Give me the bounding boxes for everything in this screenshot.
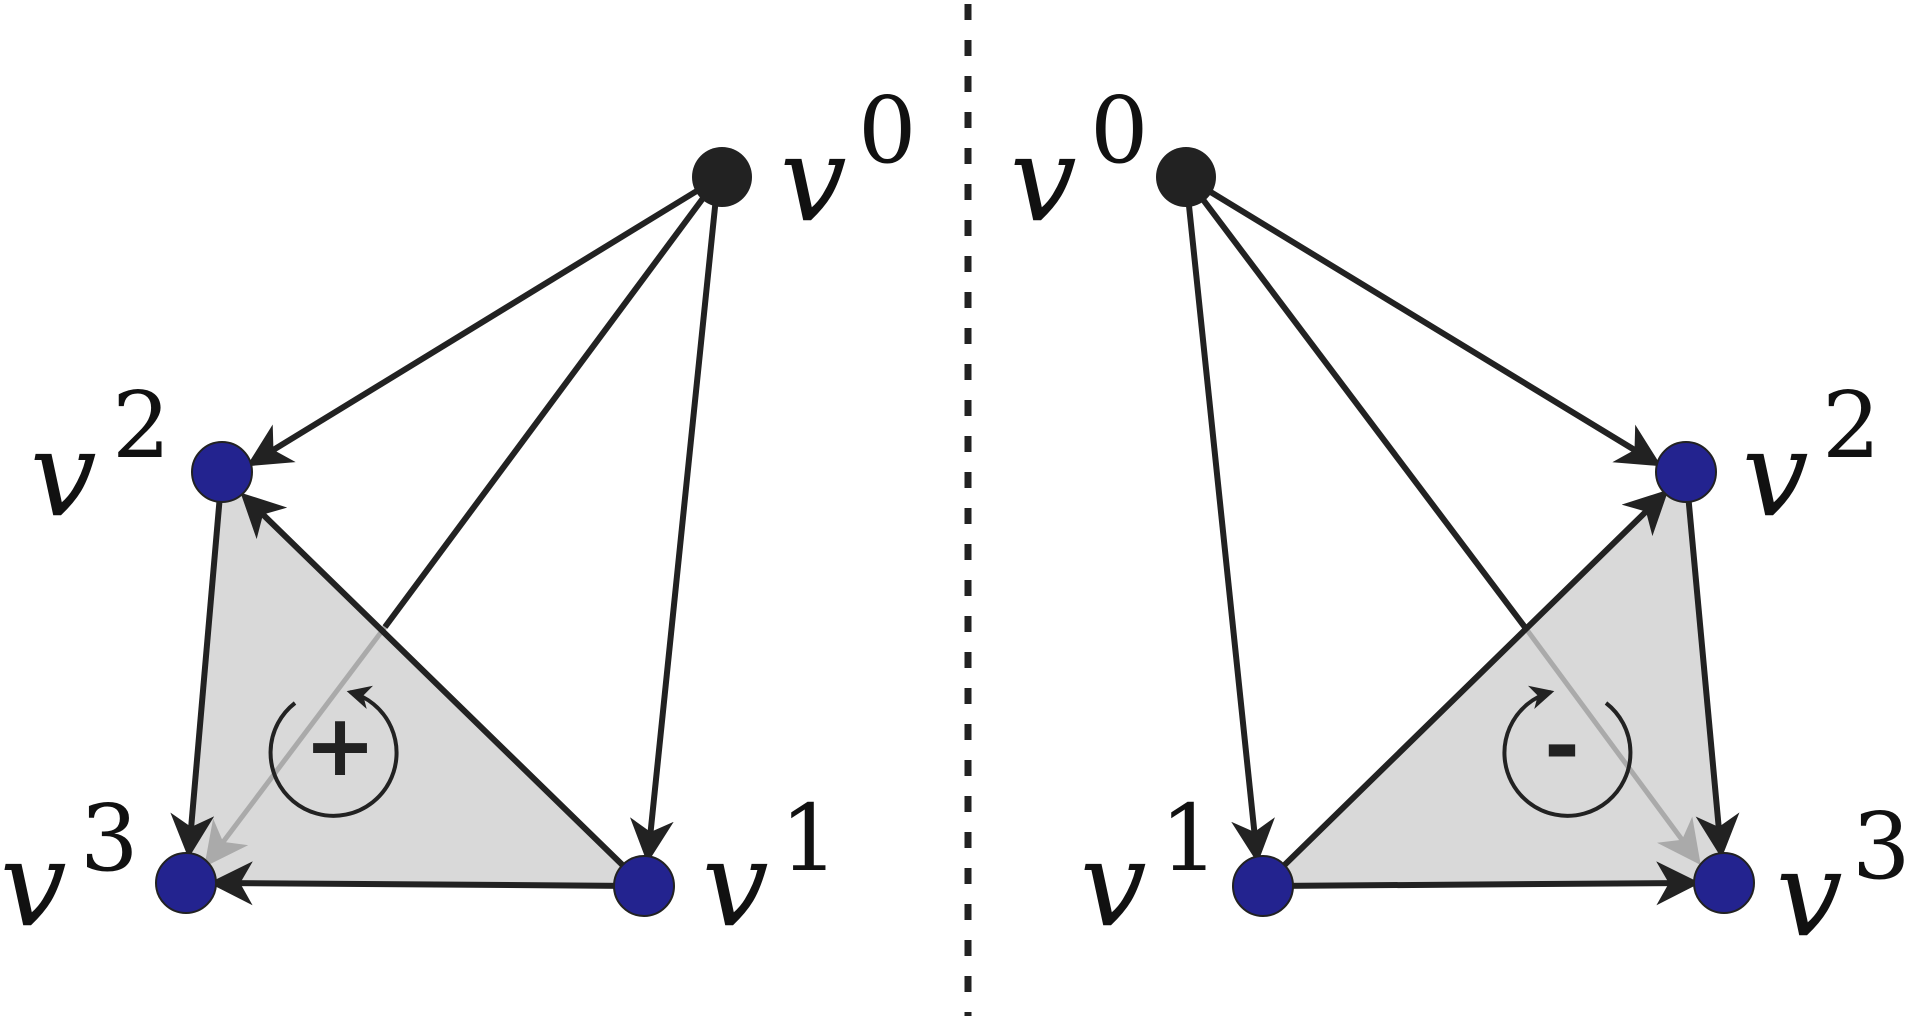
right-edge-v0-v1 [1183, 176, 1275, 864]
left-label-v3: v 3 [0, 785, 139, 953]
right-vertex-v1 [1232, 855, 1294, 917]
svg-text:0: 0 [858, 77, 917, 184]
right-edge-v1-v2 [1260, 489, 1669, 889]
right-edge-v2-v3 [1683, 471, 1740, 859]
left-edge-v0-v1 [629, 177, 721, 864]
right-face [1263, 472, 1724, 886]
right-label-v2: v 2 [1742, 372, 1881, 543]
left-vertex-v2 [191, 441, 253, 503]
left-vertex-v1 [613, 855, 675, 917]
svg-text:v: v [780, 110, 847, 248]
left-edge-v1-v2 [240, 492, 647, 889]
left-vertex-v3 [155, 852, 217, 914]
right-orientation-circle-arrow [1502, 685, 1633, 818]
left-hidden-edge-v0-v3 [204, 625, 387, 868]
left-orientation-sign: + [304, 696, 376, 796]
left-label-v1: v 1 [702, 785, 839, 953]
svg-text:v: v [1742, 405, 1809, 543]
svg-text:1: 1 [1160, 785, 1219, 892]
left-tetrahedron: + v 0 v 2 v 3 v 1 [0, 77, 917, 953]
left-orientation-circle-arrow [268, 685, 399, 818]
svg-text:v: v [0, 815, 67, 953]
svg-text:3: 3 [80, 785, 139, 892]
right-edge-v0-v2 [1184, 174, 1662, 467]
left-face [186, 472, 644, 886]
right-vertex-v2 [1655, 441, 1717, 503]
right-label-v3: v 3 [1776, 793, 1911, 963]
right-vertex-v0 [1156, 147, 1216, 207]
svg-text:2: 2 [112, 372, 171, 479]
svg-text:v: v [1080, 815, 1147, 953]
svg-text:2: 2 [1822, 372, 1881, 479]
svg-text:0: 0 [1090, 77, 1149, 184]
left-edge-v0-v2 [246, 175, 720, 467]
right-hidden-edge-v0-v3 [1524, 628, 1701, 866]
svg-text:v: v [702, 815, 769, 953]
left-label-v0: v 0 [780, 77, 917, 248]
right-label-v0: v 0 [1010, 77, 1149, 248]
svg-text:3: 3 [1852, 793, 1911, 900]
left-vertex-v0 [692, 147, 752, 207]
svg-text:v: v [1010, 110, 1077, 248]
svg-text:1: 1 [780, 785, 839, 892]
right-edge-v1-v3 [1262, 861, 1701, 906]
svg-text:v: v [1776, 825, 1843, 963]
left-edge-v0-v3-front [382, 176, 721, 629]
left-edge-v2-v3 [170, 471, 225, 859]
left-edge-v1-v3 [208, 861, 645, 906]
right-edge-v0-v3-front [1183, 175, 1530, 632]
left-label-v2: v 2 [30, 372, 171, 543]
right-vertex-v3 [1693, 852, 1755, 914]
svg-text:v: v [30, 405, 97, 543]
right-orientation-sign: - [1544, 696, 1580, 796]
right-tetrahedron: - v 0 v 2 v 1 v 3 [1010, 77, 1911, 963]
right-label-v1: v 1 [1080, 785, 1219, 953]
